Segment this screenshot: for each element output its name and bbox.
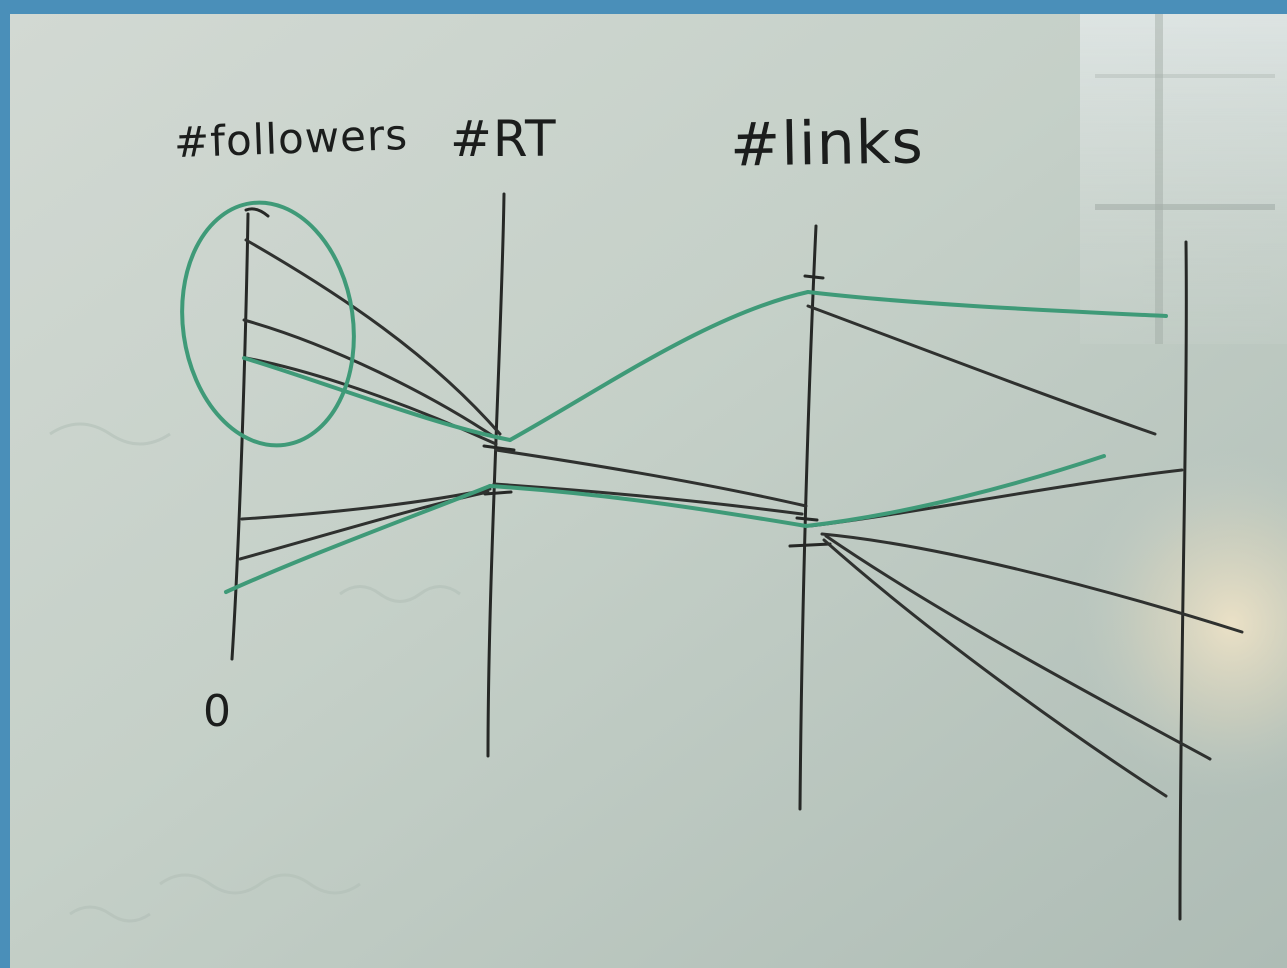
axis-label-followers: #followers xyxy=(173,109,409,168)
axis-label-links: #links xyxy=(729,107,925,181)
axis-right xyxy=(1178,240,1188,921)
axis-rt xyxy=(486,192,506,758)
origin-label: 0 xyxy=(203,686,232,737)
axis-label-rt: #RT xyxy=(450,110,557,168)
ghost-writing xyxy=(49,422,461,923)
followers-circle xyxy=(180,200,356,448)
light-glare xyxy=(830,314,1287,814)
whiteboard-drawing xyxy=(10,14,1287,968)
green-lines xyxy=(180,200,1168,594)
whiteboard-photo: #followers #RT #links 0 xyxy=(10,14,1287,968)
axis-links xyxy=(798,224,818,811)
window-reflection xyxy=(1080,14,1287,344)
